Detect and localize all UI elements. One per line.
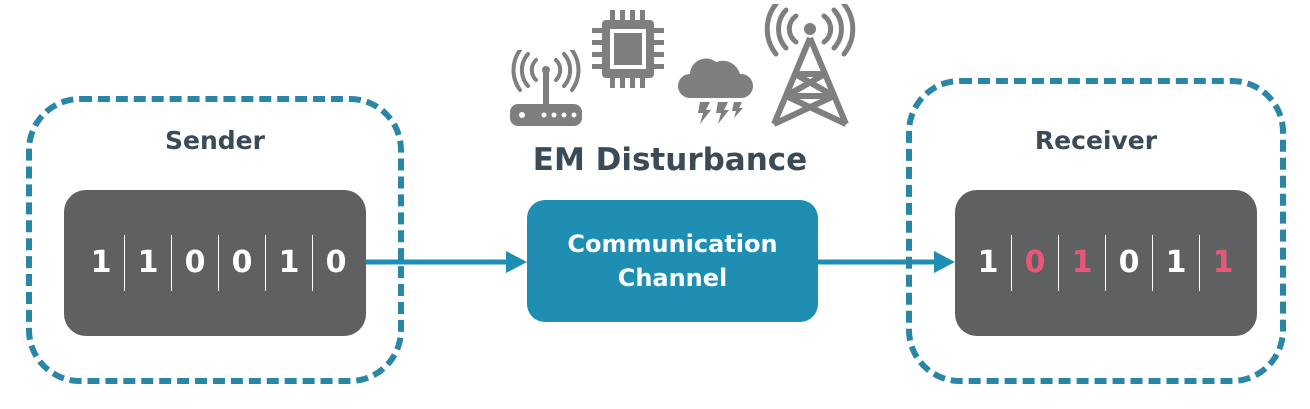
arrow-sender-to-channel [366,251,527,273]
receiver-bit: 0 [1024,245,1046,280]
cpu-chip-icon [592,10,664,88]
disturbance-title: EM Disturbance [532,142,808,178]
receiver-bits-box: 1 0 1 0 1 1 [955,190,1257,336]
sender-bit: 0 [184,245,206,280]
sender-bit: 1 [137,245,159,280]
radio-tower-icon [764,4,856,127]
sender-bits-box: 1 1 0 0 1 0 [64,190,366,336]
arrow-channel-to-receiver [818,251,955,273]
sender-bit-row: 1 1 0 0 1 0 [78,235,359,291]
channel-label-line2: Channel [617,264,728,292]
sender-bit: 1 [278,245,300,280]
sender-bit: 0 [325,245,347,280]
storm-cloud-icon [678,58,754,124]
receiver-group [906,78,1286,384]
receiver-bit: 1 [977,245,999,280]
receiver-bit: 0 [1118,245,1140,280]
receiver-bit: 1 [1165,245,1187,280]
channel-label-line1: Communication [567,230,778,258]
sender-bit: 1 [90,245,112,280]
receiver-title: Receiver [1034,126,1158,155]
sender-group [26,96,404,384]
sender-title: Sender [165,126,265,155]
wifi-router-icon [510,50,582,126]
receiver-bit-row: 1 0 1 0 1 1 [965,235,1246,291]
sender-bit: 0 [231,245,253,280]
receiver-bit: 1 [1071,245,1093,280]
communication-channel: Communication Channel [527,200,818,322]
receiver-bit: 1 [1212,245,1234,280]
